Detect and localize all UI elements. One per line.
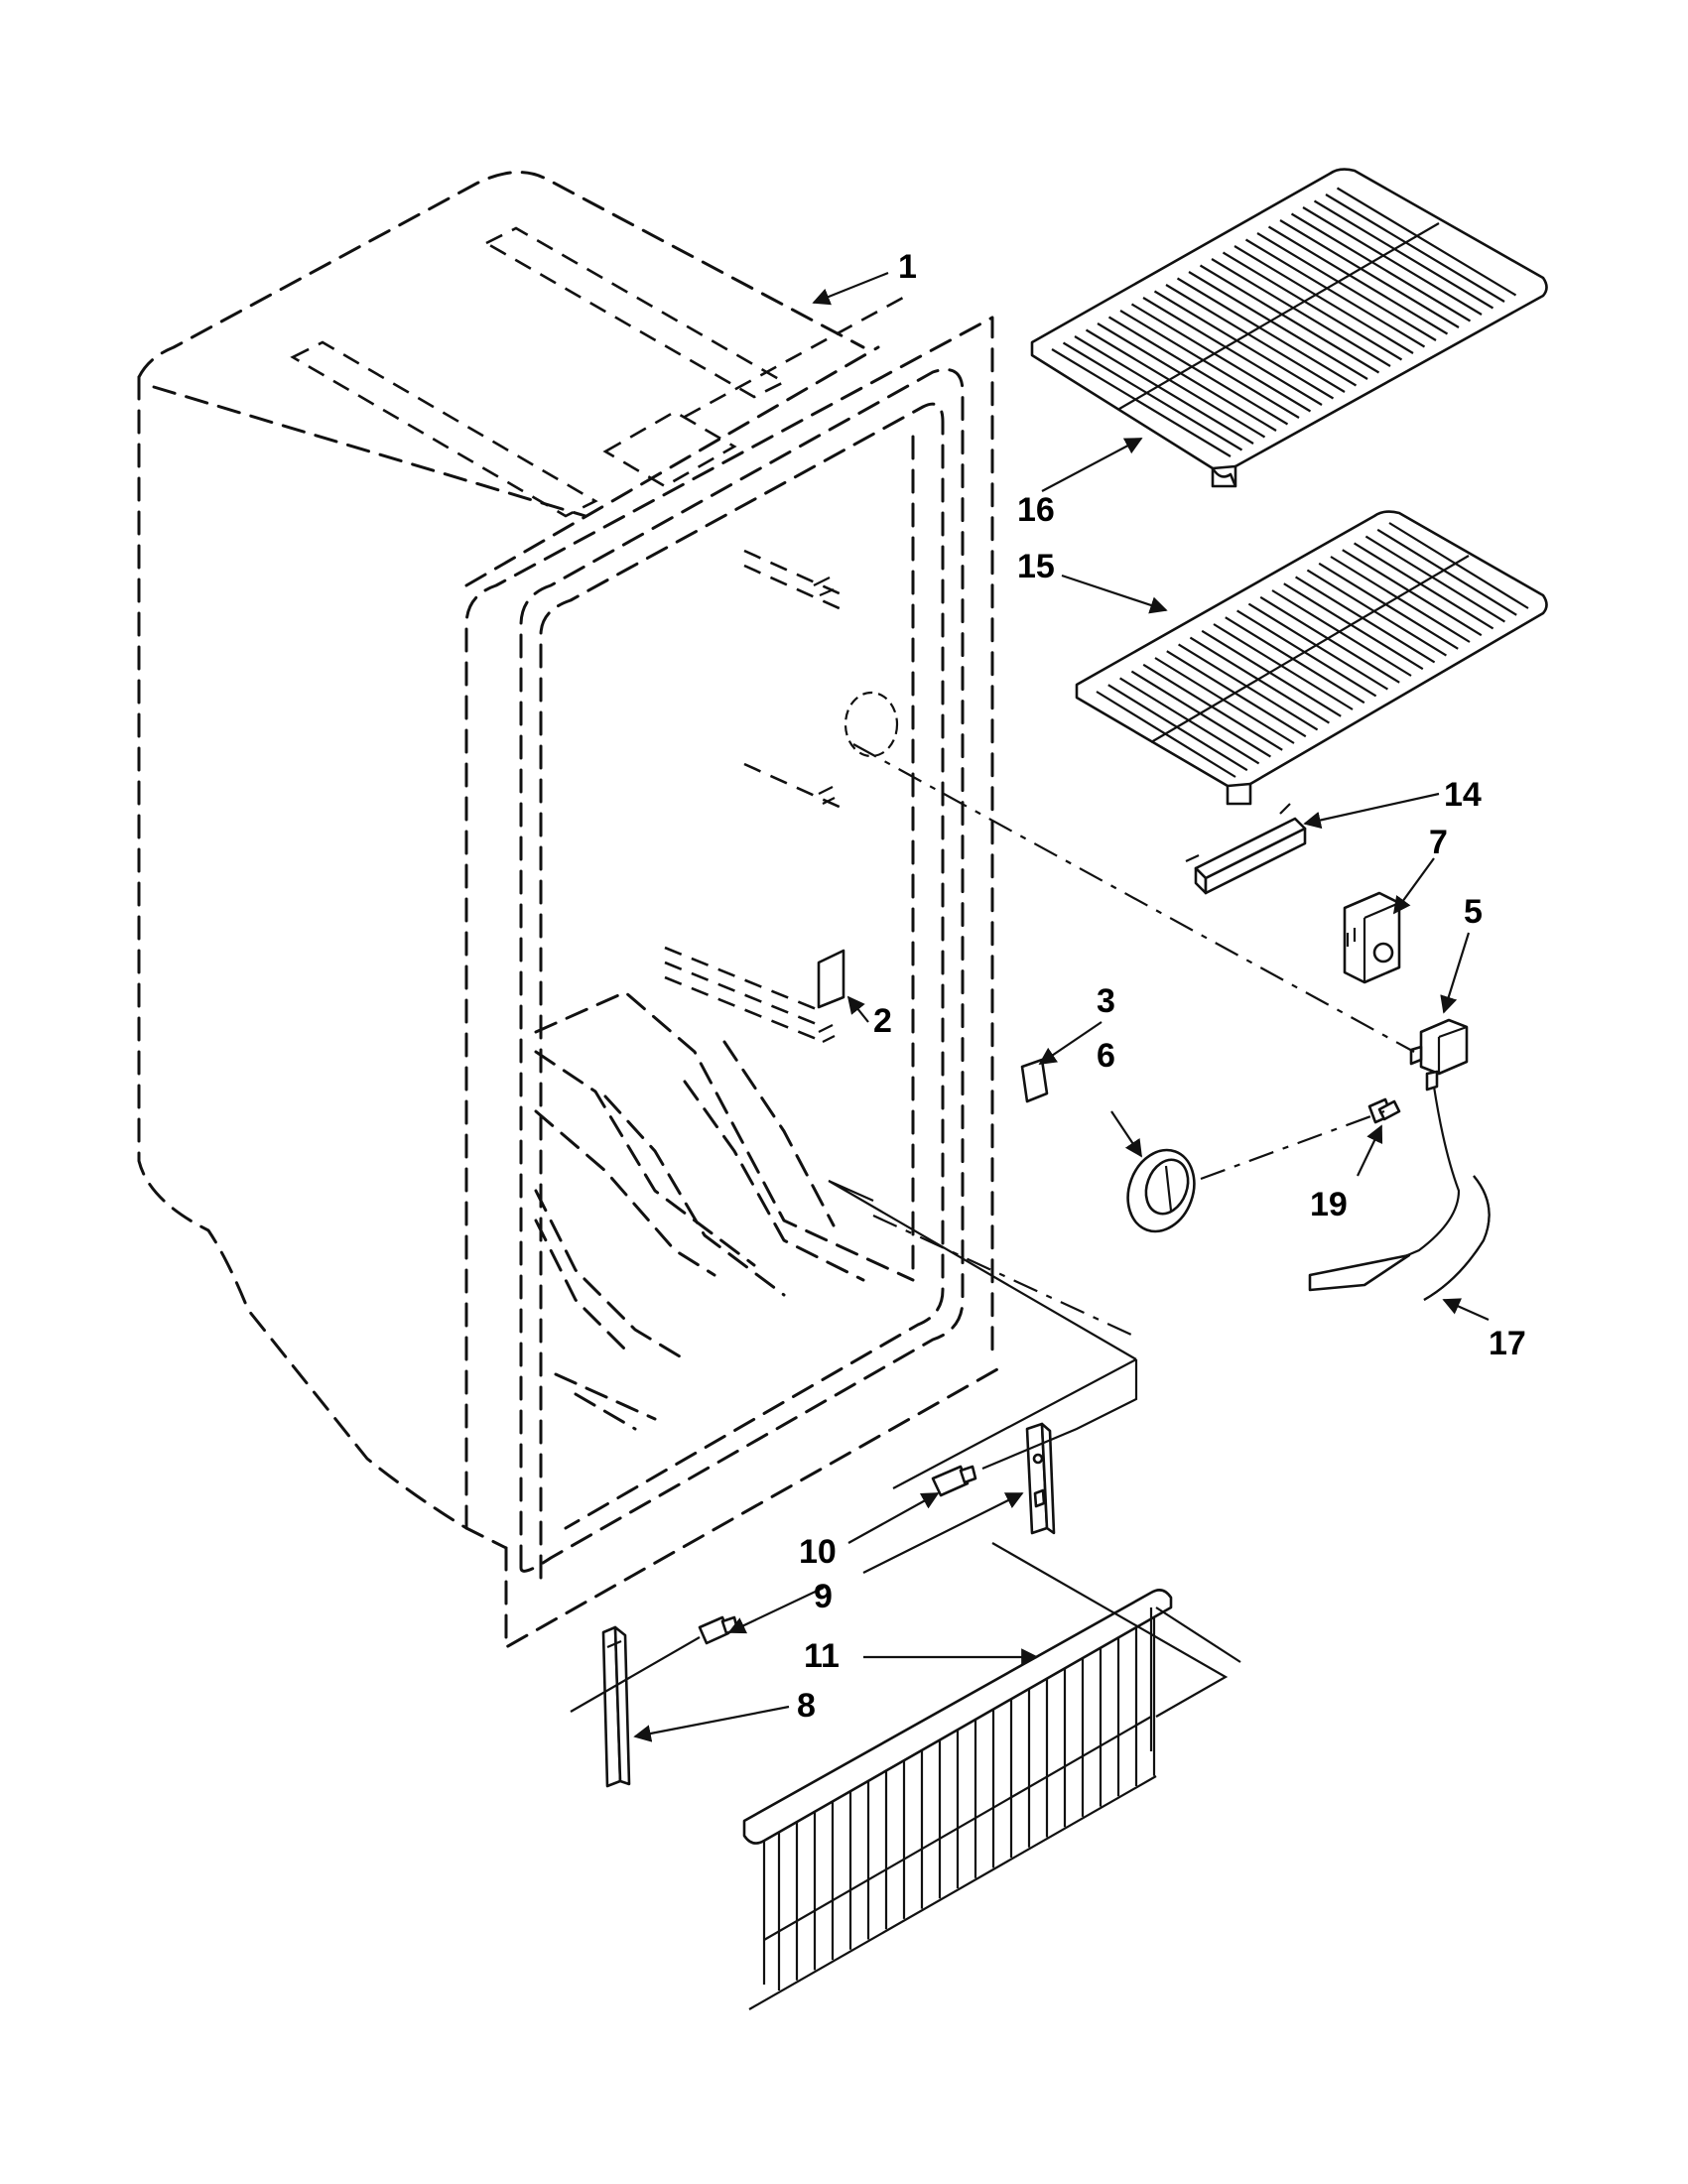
shelf-rod [1306, 569, 1447, 657]
shelf-rod [1142, 663, 1283, 751]
shelf-rod [1283, 582, 1424, 671]
shelf-rod [1176, 277, 1358, 387]
shelf-rod [1154, 657, 1295, 744]
shelf-rod [1279, 219, 1460, 328]
shelf-rod [1222, 251, 1403, 361]
callout-19: 19 [1310, 1186, 1348, 1223]
shelf-rod [1199, 264, 1380, 374]
shelf-rod [1051, 348, 1232, 457]
bracket-icon [601, 1625, 631, 1788]
shelf-rod [1142, 297, 1323, 406]
switch-icon [1343, 891, 1401, 984]
callout-5: 5 [1464, 893, 1483, 931]
shelf-rod [1325, 193, 1505, 303]
shelf-rod [1211, 258, 1391, 367]
shelf-rod [1364, 535, 1505, 623]
assembly-lines [570, 743, 1415, 1718]
shelf-rod [1201, 629, 1342, 717]
wire-shelf-icon [1075, 510, 1548, 806]
shelf-rod [1153, 290, 1335, 400]
callout-8: 8 [797, 1687, 816, 1725]
shelf-rod [1119, 310, 1300, 419]
shelf-rod [1178, 643, 1319, 731]
label-plate-icon [1020, 1058, 1049, 1103]
basket-icon [742, 1589, 1173, 2010]
callout-2: 2 [873, 1002, 892, 1040]
shelf-rod [1062, 341, 1243, 451]
shelf-rod [1165, 284, 1346, 393]
shelf-rod [1259, 595, 1400, 684]
shelf-rod [1330, 556, 1471, 643]
shelf-rod [1085, 328, 1266, 439]
callout-3: 3 [1097, 982, 1115, 1020]
shelf-rod [1236, 609, 1377, 698]
shelf-rod [1267, 225, 1449, 335]
clip-icon [1185, 803, 1307, 895]
shelf-rod [1234, 245, 1414, 354]
callout-10: 10 [799, 1533, 837, 1571]
screw-icon [931, 1465, 977, 1497]
shelf-rod [1290, 212, 1472, 322]
callout-6: 6 [1097, 1037, 1115, 1075]
callout-7: 7 [1429, 824, 1448, 861]
callout-16: 16 [1017, 491, 1055, 529]
tube-icon [1423, 1175, 1491, 1301]
callout-1: 1 [898, 248, 917, 286]
shelf-rod [1189, 636, 1330, 724]
callout-9: 9 [814, 1578, 833, 1615]
shelf-rod [1213, 623, 1354, 710]
callout-15: 15 [1017, 548, 1055, 585]
wire-shelf-icon [1030, 168, 1548, 488]
shelf-rod [1130, 303, 1312, 413]
shelf-rod [1388, 522, 1529, 609]
shelf-rod [1336, 187, 1517, 297]
shelf-rod [1166, 650, 1307, 738]
shelf-rod [1074, 335, 1254, 445]
shelf-rod [1271, 589, 1412, 677]
shelf-rod [1244, 238, 1426, 348]
knob-icon [1126, 1148, 1196, 1233]
shelf-rod [1313, 199, 1494, 310]
shelf-rod [1256, 232, 1437, 341]
shelf-rod [1107, 316, 1289, 426]
shelf-rod [1376, 528, 1517, 616]
freezer-liner-icon [137, 171, 999, 1649]
shelf-rod [1097, 322, 1277, 432]
shelf-rod [1302, 206, 1483, 316]
screw-icon [1367, 1097, 1401, 1124]
callout-14: 14 [1444, 776, 1482, 814]
shelf-rod [1225, 616, 1365, 705]
leader-lines [633, 271, 1490, 1742]
thermostat-icon [1308, 1018, 1469, 1292]
shelf-rod [1342, 549, 1483, 637]
label-plate-icon [817, 949, 845, 1009]
shelf-rod [1354, 542, 1494, 630]
bracket-icon [1025, 1422, 1056, 1535]
shelf-rod [1295, 576, 1436, 664]
shelf-rod [1247, 602, 1388, 691]
callout-17: 17 [1489, 1325, 1526, 1362]
callout-11: 11 [804, 1637, 840, 1675]
shelf-rod [1188, 271, 1368, 380]
shelf-rod [1318, 562, 1459, 650]
callout-labels: 1 2 3 5 6 7 8 9 10 11 14 15 16 17 19 [797, 248, 1526, 1725]
